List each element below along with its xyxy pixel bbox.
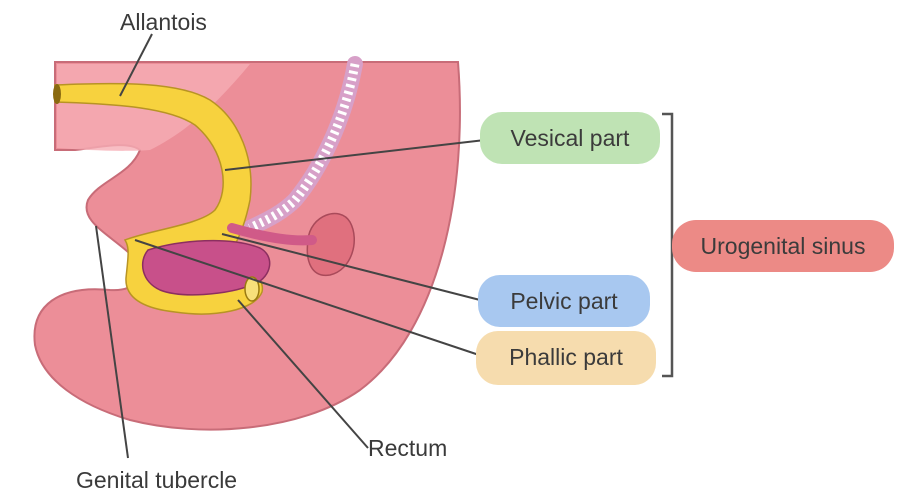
genital-tubercle-label: Genital tubercle <box>76 467 237 493</box>
pelvic-label: Pelvic part <box>510 288 618 314</box>
allantois-label: Allantois <box>120 9 207 35</box>
vesical-label: Vesical part <box>511 125 631 151</box>
allantois-cut-end <box>53 84 61 104</box>
urogenital-label: Urogenital sinus <box>701 233 866 259</box>
rectum-label: Rectum <box>368 435 447 461</box>
phallic-label: Phallic part <box>509 344 623 370</box>
